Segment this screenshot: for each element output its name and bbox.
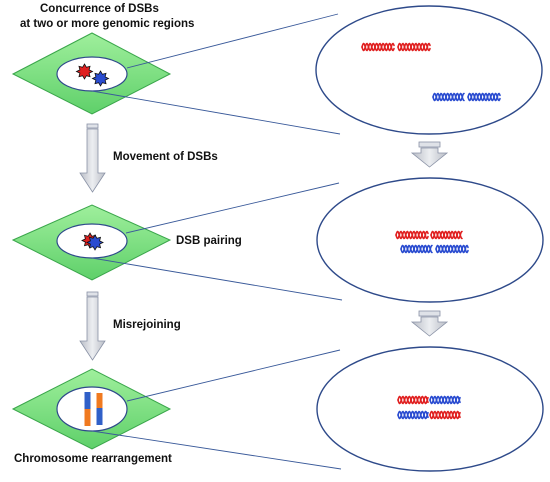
- rejoined-blue-segment-1: [429, 395, 461, 405]
- stage2-strands: [395, 230, 469, 254]
- title-line2: at two or more genomic regions: [20, 18, 195, 30]
- stage1-strands: [361, 42, 501, 102]
- zoom-arrow-1: [410, 141, 449, 168]
- rejoined-red-segment-1: [397, 395, 429, 405]
- rejoined-blue-segment-2: [397, 410, 429, 420]
- stage2-zoom-ellipse: [316, 177, 544, 303]
- stage3-connector-top: [126, 349, 341, 402]
- title-line1: Concurrence of DSBs: [40, 3, 159, 15]
- stage1-connector-top: [126, 13, 339, 69]
- stage1-nucleus: [56, 56, 128, 92]
- movement-arrow-body: [79, 128, 106, 193]
- stage2-cell: [11, 204, 172, 281]
- stage1-connector-bottom: [91, 90, 341, 135]
- zoom-arrow-2: [410, 310, 449, 337]
- dsb-starburst-red: [75, 63, 94, 80]
- zoom-arrow-2-cap: [418, 310, 441, 317]
- rejoined-red-segment-2: [429, 410, 461, 420]
- blue-dna-fragment-left: [400, 244, 433, 254]
- misrejoining-arrow: [79, 291, 106, 361]
- movement-arrow: [79, 123, 106, 193]
- zoom-arrow-1-cap: [418, 141, 441, 148]
- rearranged-chromosome-1: [84, 392, 91, 426]
- stage3-nucleus: [56, 386, 128, 432]
- red-dna-fragment-left: [361, 42, 395, 52]
- paired-dsb-blue: [86, 234, 104, 251]
- rearranged-chromosome-2: [96, 393, 103, 425]
- stage1-cell: [11, 32, 172, 115]
- movement-arrow-cap: [86, 123, 99, 129]
- dsb-starburst-blue: [91, 70, 110, 87]
- red-dna-fragment-right: [430, 230, 463, 240]
- stage3-connector-bottom: [91, 430, 342, 470]
- misrejoining-arrow-body: [79, 296, 106, 361]
- blue-dna-fragment-right: [467, 92, 501, 102]
- red-dna-fragment-right: [397, 42, 431, 52]
- red-dna-fragment-left: [395, 230, 429, 240]
- step-label-misrejoining: Misrejoining: [113, 319, 181, 331]
- blue-dna-fragment-left: [432, 92, 465, 102]
- stage2-connector-bottom: [91, 257, 343, 301]
- stage-label-rearrangement: Chromosome rearrangement: [14, 453, 172, 465]
- blue-dna-fragment-right: [435, 244, 469, 254]
- stage3-zoom-ellipse: [316, 346, 544, 472]
- stage1-zoom-ellipse: [315, 5, 543, 135]
- misrejoining-arrow-cap: [86, 291, 99, 297]
- step-label-movement: Movement of DSBs: [113, 151, 218, 163]
- stage3-strands: [397, 395, 461, 420]
- zoom-arrow-1-body: [410, 147, 449, 168]
- zoom-arrow-2-body: [410, 316, 449, 337]
- stage-label-pairing: DSB pairing: [176, 235, 242, 247]
- stage3-cell: [11, 368, 172, 450]
- stage2-connector-top: [125, 182, 340, 234]
